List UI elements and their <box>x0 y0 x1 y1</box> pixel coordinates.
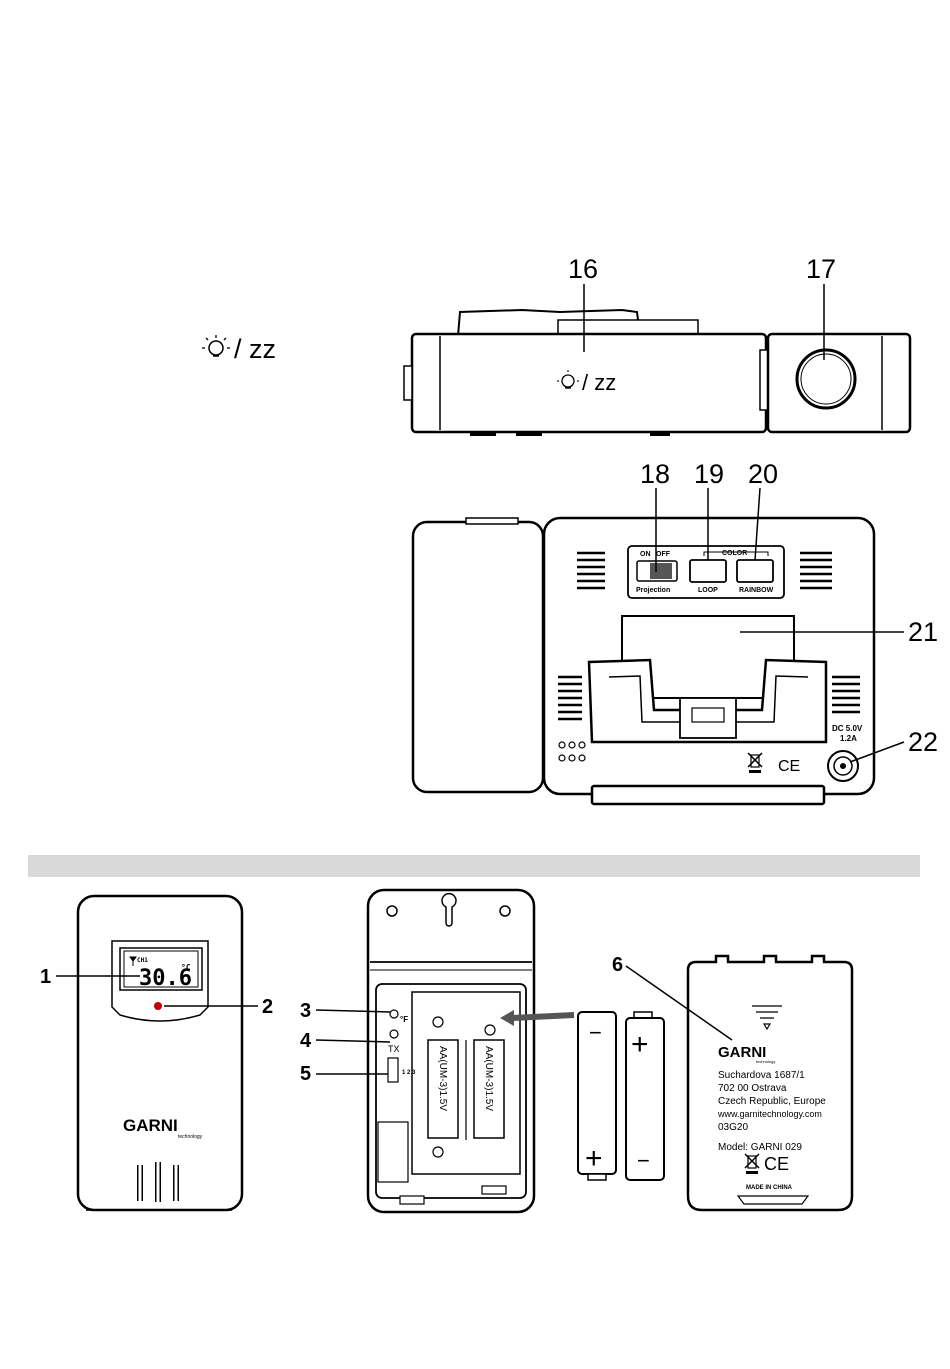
callout-17: 17 <box>806 254 836 284</box>
cover-address-line-4: www.garnitechnology.com <box>717 1109 822 1119</box>
side-view-icon-label: / zz <box>582 370 616 395</box>
unit-switch-label: °F <box>400 1015 408 1024</box>
callout-22: 22 <box>908 727 938 757</box>
sensor-brand-logo: GARNI <box>123 1116 178 1135</box>
sensor-brand-sub: technology <box>178 1134 203 1140</box>
switch-off-label: OFF <box>656 551 671 558</box>
battery-bay-label-right: AA(UM-3)1.5V <box>483 1046 494 1111</box>
leader-6 <box>625 965 733 1041</box>
cover-address-line-2: 702 00 Ostrava <box>718 1083 787 1094</box>
callout-21: 21 <box>908 617 938 647</box>
projector-clock-rear-view: CE <box>411 516 876 806</box>
rainbow-label: RAINBOW <box>739 587 774 594</box>
leader-20 <box>754 487 761 561</box>
battery-2-minus: − <box>637 1148 650 1173</box>
lcd-channel: CH1 <box>137 957 148 964</box>
callout-1: 1 <box>40 966 51 988</box>
cover-brand-sub: technology <box>756 1059 775 1064</box>
outdoor-sensor-back <box>366 888 575 1214</box>
callout-16: 16 <box>568 254 598 284</box>
battery-cover <box>686 954 854 1212</box>
led-indicator <box>154 1002 162 1010</box>
aa-battery-2 <box>625 1011 665 1181</box>
cover-address-line-1: Suchardova 1687/1 <box>718 1070 805 1081</box>
dc-current-label: 1.2A <box>840 734 857 743</box>
channel-switch-label: 1 2 3 <box>402 1070 416 1076</box>
lcd-unit: °C <box>181 963 191 972</box>
leader-4 <box>315 1039 391 1043</box>
battery-2-plus: + <box>631 1028 649 1061</box>
backlight-snooze-icon <box>202 335 230 357</box>
cover-model: Model: GARNI 029 <box>718 1142 802 1153</box>
color-group-label: COLOR <box>722 550 747 557</box>
projection-label: Projection <box>636 587 670 594</box>
leader-22 <box>849 741 905 763</box>
cover-ce-mark: CE <box>764 1154 789 1174</box>
callout-3: 3 <box>300 1000 311 1022</box>
callout-4: 4 <box>300 1030 312 1052</box>
cover-address-line-3: Czech Republic, Europe <box>718 1096 826 1107</box>
callout-19: 19 <box>694 459 724 489</box>
callout-6: 6 <box>612 954 623 976</box>
dc-voltage-label: DC 5.0V <box>832 724 863 733</box>
battery-bay-label-left: AA(UM-3)1.5V <box>437 1046 448 1111</box>
projector-clock-side-view <box>403 308 912 436</box>
switch-on-label: ON <box>640 551 651 558</box>
cover-made-in: MADE IN CHINA <box>746 1185 793 1191</box>
battery-1-minus: − <box>589 1020 602 1045</box>
lcd-temperature: 30.6 <box>139 966 192 991</box>
backlight-snooze-label: / zz <box>234 334 276 364</box>
callout-2: 2 <box>262 996 273 1018</box>
callout-18: 18 <box>640 459 670 489</box>
cover-address-line-5: 03G20 <box>718 1122 748 1133</box>
leader-3 <box>315 1009 391 1013</box>
ce-mark-rear: CE <box>778 758 800 775</box>
section-divider <box>28 855 920 877</box>
outdoor-sensor-front <box>76 894 244 1212</box>
callout-20: 20 <box>748 459 778 489</box>
cover-brand-logo: GARNI <box>718 1044 766 1061</box>
battery-1-plus: + <box>585 1142 603 1175</box>
aa-battery-1 <box>577 1011 617 1181</box>
tx-label: TX <box>388 1044 400 1054</box>
callout-5: 5 <box>300 1063 311 1085</box>
loop-label: LOOP <box>698 587 718 594</box>
